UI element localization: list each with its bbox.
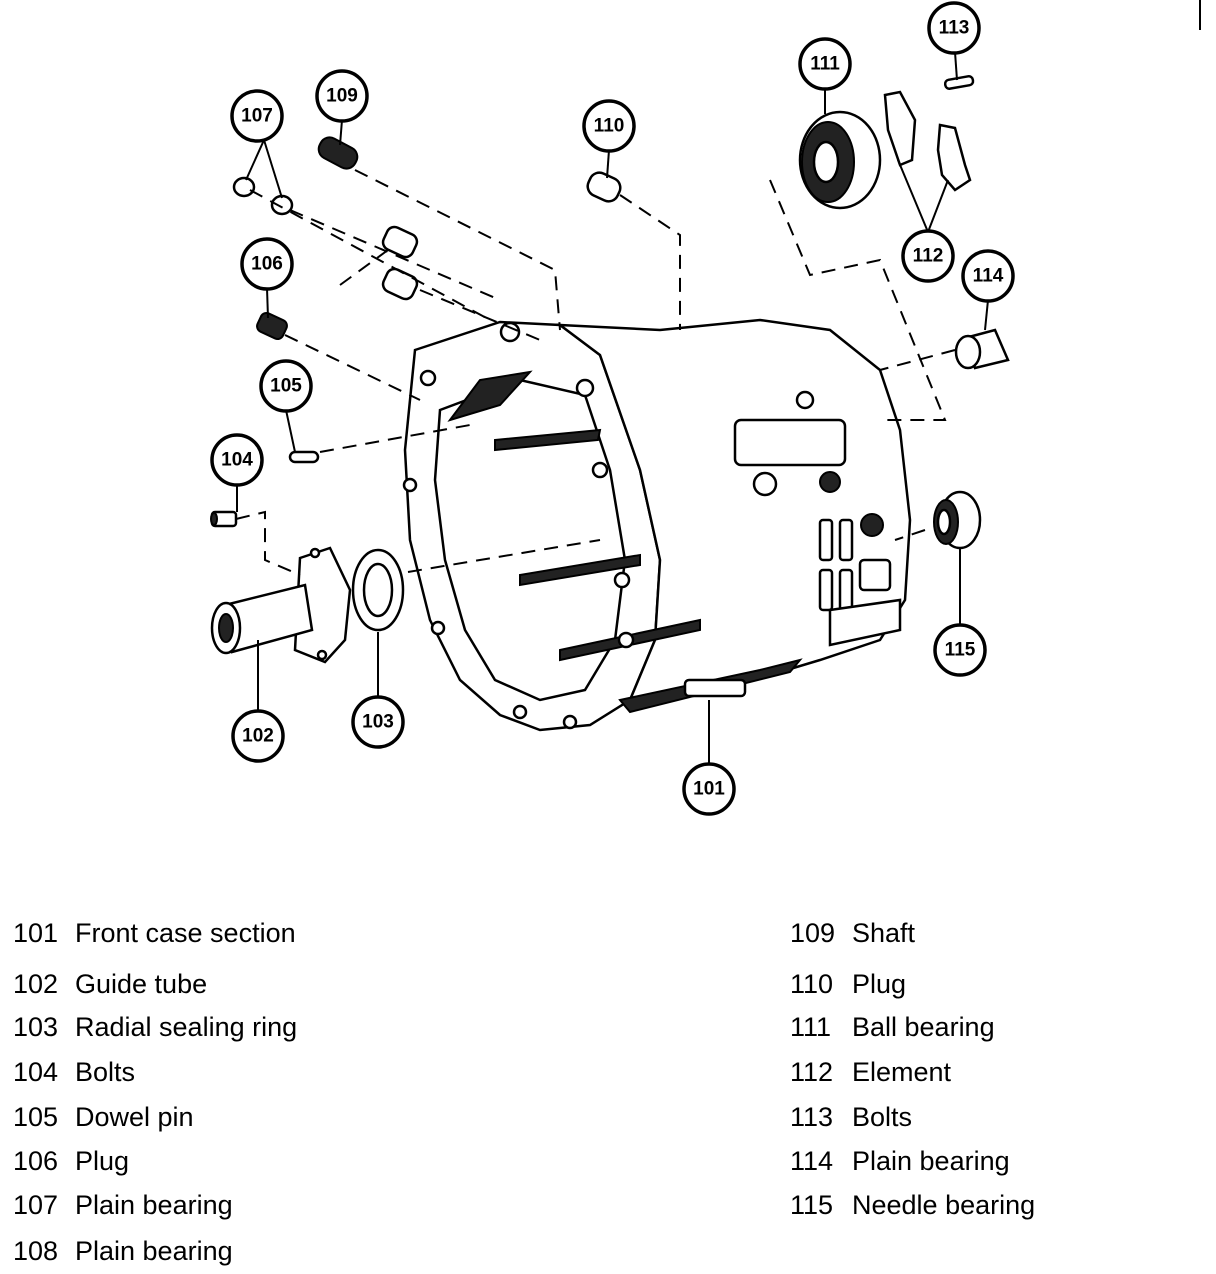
callout-111-label: 111 xyxy=(810,54,840,75)
legend-item: 105 Dowel pin xyxy=(13,1102,194,1132)
leader-lines xyxy=(236,51,989,765)
legend-item: 111 Ball bearing xyxy=(790,1012,995,1042)
legend-item-label: Guide tube xyxy=(75,969,208,999)
plug-110-part xyxy=(586,171,622,203)
legend-item-label: Plain bearing xyxy=(75,1236,233,1266)
callout-106: 106 xyxy=(240,237,294,291)
legend-item-number: 114 xyxy=(790,1146,834,1176)
legend-item-label: Ball bearing xyxy=(852,1012,995,1042)
legend-item: 110 Plug xyxy=(790,969,906,999)
legend-item-number: 103 xyxy=(13,1012,59,1042)
legend-item-label: Plug xyxy=(852,969,907,999)
callout-102-label: 102 xyxy=(242,726,274,747)
callout-114-label: 114 xyxy=(973,266,1004,287)
legend-item-number: 112 xyxy=(790,1057,834,1087)
plug-106-part xyxy=(256,311,288,341)
legend-item-label: Plain bearing xyxy=(852,1146,1010,1176)
front-case-section-part xyxy=(402,318,912,732)
page-edge-mark xyxy=(1199,0,1201,30)
callout-103: 103 xyxy=(351,695,405,749)
legend-item-label: Shaft xyxy=(852,918,916,948)
callout-110: 110 xyxy=(582,99,636,153)
legend-item: 104 Bolts xyxy=(13,1057,135,1087)
callout-113-label: 113 xyxy=(939,18,970,39)
legend-item-number: 109 xyxy=(790,918,836,948)
callout-103-label: 103 xyxy=(362,712,394,733)
legend-item-number: 111 xyxy=(790,1012,832,1042)
legend-item-label: Needle bearing xyxy=(852,1190,1036,1220)
legend-item-number: 102 xyxy=(13,969,59,999)
callout-115-label: 115 xyxy=(945,640,976,661)
dowel-pin-part xyxy=(288,450,320,464)
legend-item: 108 Plain bearing xyxy=(13,1236,233,1266)
legend-item-number: 115 xyxy=(790,1190,834,1220)
legend-item-label: Element xyxy=(852,1057,952,1087)
plain-bearing-108-part xyxy=(381,225,419,301)
callout-109: 109 xyxy=(315,69,369,123)
legend-item: 103 Radial sealing ring xyxy=(13,1012,297,1042)
callout-115: 115 xyxy=(933,623,987,677)
legend-item-number: 108 xyxy=(13,1236,59,1266)
legend-item-number: 113 xyxy=(790,1102,834,1132)
callout-102: 102 xyxy=(231,709,285,763)
callout-107: 107 xyxy=(230,89,284,143)
legend-item: 106 Plug xyxy=(13,1146,129,1176)
callout-110-label: 110 xyxy=(594,116,625,137)
legend-item: 114 Plain bearing xyxy=(790,1146,1010,1176)
legend-item-label: Dowel pin xyxy=(75,1102,194,1132)
legend-item: 101 Front case section xyxy=(13,918,296,948)
legend-item: 112 Element xyxy=(790,1057,951,1087)
guide-tube-part xyxy=(210,546,352,664)
legend-item: 107 Plain bearing xyxy=(13,1190,233,1220)
callout-106-label: 106 xyxy=(251,254,283,275)
legend-item: 109 Shaft xyxy=(790,918,915,948)
legend-item: 102 Guide tube xyxy=(13,969,207,999)
callout-112: 112 xyxy=(901,229,955,283)
callout-109-label: 109 xyxy=(326,86,358,107)
legend-item-label: Bolts xyxy=(75,1057,136,1087)
callout-104-label: 104 xyxy=(221,450,253,471)
legend-item-label: Plain bearing xyxy=(75,1190,233,1220)
callout-101-label: 101 xyxy=(693,779,725,800)
radial-sealing-ring-part xyxy=(351,548,405,632)
legend-item-label: Radial sealing ring xyxy=(75,1012,298,1042)
bolt-104-part xyxy=(210,510,238,528)
shaft-part xyxy=(317,136,359,170)
legend-item: 115 Needle bearing xyxy=(790,1190,1035,1220)
callout-111: 111 xyxy=(798,37,852,91)
legend-item-label: Bolts xyxy=(852,1102,913,1132)
legend-item-number: 101 xyxy=(13,918,59,948)
callout-105-label: 105 xyxy=(270,376,302,397)
callout-105: 105 xyxy=(259,359,313,413)
legend-item-number: 110 xyxy=(790,969,834,999)
needle-bearing-part xyxy=(933,490,982,550)
legend-item-number: 105 xyxy=(13,1102,59,1132)
legend-item-number: 104 xyxy=(13,1057,59,1087)
callout-113: 113 xyxy=(927,1,981,55)
callout-112-label: 112 xyxy=(913,246,944,267)
callout-101: 101 xyxy=(682,762,736,816)
bolt-113-part xyxy=(943,75,975,90)
legend-item-number: 107 xyxy=(13,1190,59,1220)
legend-item-number: 106 xyxy=(13,1146,59,1176)
legend-item-label: Plug xyxy=(75,1146,130,1176)
ball-bearing-part xyxy=(798,110,882,210)
callout-107-label: 107 xyxy=(241,106,273,127)
callout-104: 104 xyxy=(210,433,264,487)
plain-bearing-107-part xyxy=(232,176,294,216)
legend-item: 113 Bolts xyxy=(790,1102,912,1132)
assembly-dash-lines xyxy=(235,169,956,576)
element-part xyxy=(883,90,972,192)
exploded-parts-diagram: 101 102 103 104 105 106 107 109 110 111 … xyxy=(210,1,1015,816)
callout-114: 114 xyxy=(961,249,1015,303)
legend-item-label: Front case section xyxy=(75,918,296,948)
plain-bearing-114-part xyxy=(954,328,1010,370)
